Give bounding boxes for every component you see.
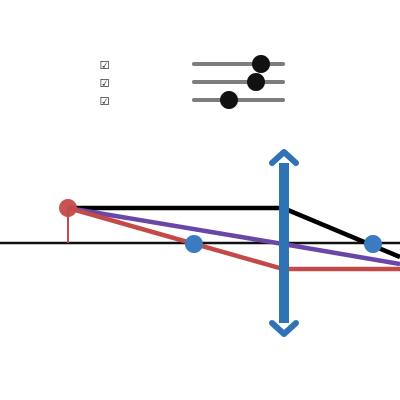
slider-thumb[interactable] <box>247 73 266 91</box>
slider-track[interactable] <box>192 62 285 66</box>
slider-thumb[interactable] <box>220 91 239 109</box>
lens-top-arrowhead <box>269 149 299 166</box>
slider-2[interactable] <box>192 72 285 92</box>
focal-point-icon[interactable] <box>364 235 382 253</box>
object-point-icon[interactable] <box>59 199 77 217</box>
slider-track[interactable] <box>192 80 285 84</box>
slider-thumb[interactable] <box>251 55 270 73</box>
slider-1[interactable] <box>192 54 285 74</box>
slider-track[interactable] <box>192 98 285 102</box>
slider-3[interactable] <box>192 90 285 110</box>
toggle-checkbox-3[interactable]: ☑ <box>99 95 110 108</box>
toggle-checkbox-1[interactable]: ☑ <box>99 59 110 72</box>
toggle-checkbox-2[interactable]: ☑ <box>99 77 110 90</box>
lens-bottom-arrowhead <box>269 320 299 337</box>
double-arrow-lens-icon[interactable] <box>269 149 299 337</box>
focal-point-icon[interactable] <box>185 235 203 253</box>
